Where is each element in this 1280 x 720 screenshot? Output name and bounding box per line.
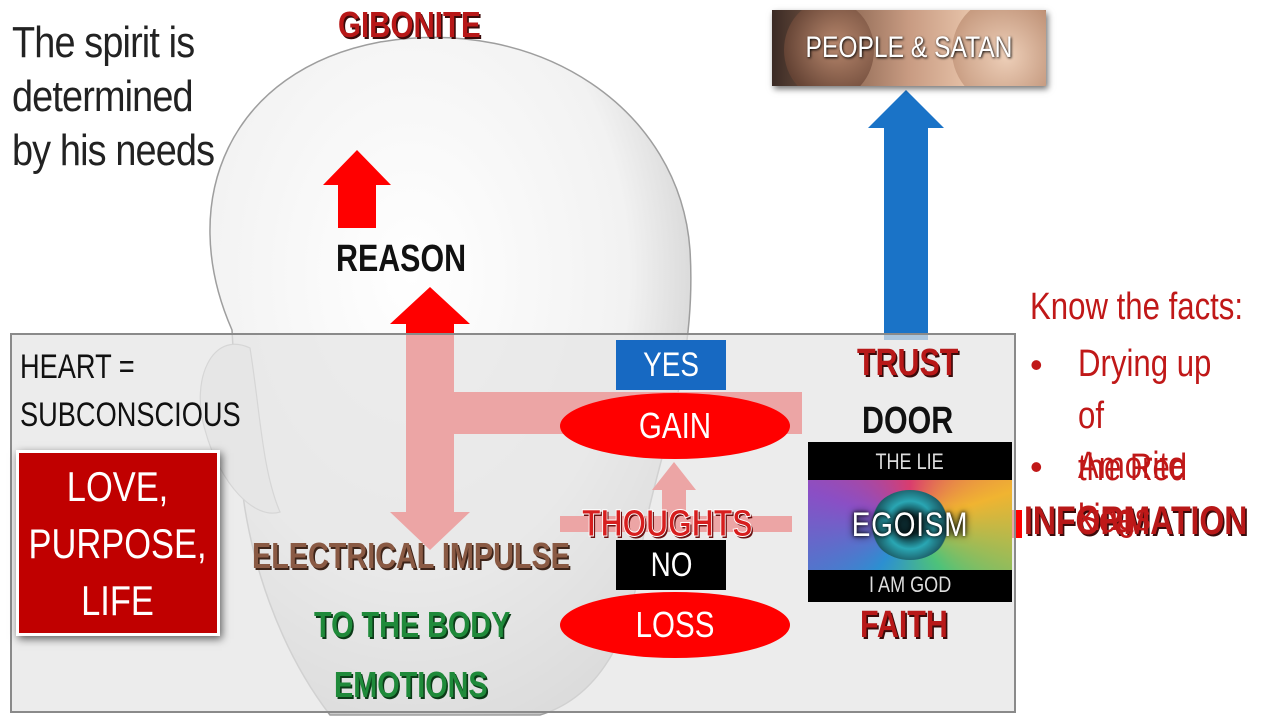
intro-text: The spirit is determined by his needs [12, 18, 215, 175]
the-lie-label: THE LIE [875, 449, 945, 474]
thoughts-label: THOUGHTS [582, 503, 753, 546]
love-purpose-life-box: LOVE, PURPOSE, LIFE [16, 450, 220, 636]
gain-label: GAIN [638, 405, 712, 446]
electrical-impulse-label: ELECTRICAL IMPULSE [252, 535, 570, 576]
information-label: INFORMATION [1024, 499, 1248, 543]
red-arrow-reason [323, 150, 391, 228]
eye-iris-shape [870, 490, 950, 560]
yes-box: YES [616, 340, 726, 390]
love-purpose-life-text: LOVE, PURPOSE, LIFE [29, 462, 207, 624]
trust-label: TRUST [857, 342, 959, 384]
egoism-caption: EGOISM [808, 480, 1012, 570]
i-am-god-label: I AM GOD [868, 572, 952, 597]
door-label: DOOR [862, 400, 954, 442]
egoism-panel: THE LIE EGOISM I AM GOD [808, 442, 1012, 602]
facts-title: Know the facts: [1030, 286, 1244, 328]
eye-image [808, 480, 1012, 570]
gain-ellipse: GAIN [560, 393, 790, 459]
faith-label: FAITH [860, 604, 948, 646]
to-the-body-label: TO THE BODY [314, 604, 511, 645]
egoism-label: EGOISM [851, 505, 969, 544]
i-am-god-strip: I AM GOD [808, 568, 1012, 602]
gibonite-title: GIBONITE [338, 4, 481, 45]
fact-item-amorite-kings: Amorite kings [1078, 445, 1186, 539]
fact-item-red-sea: Drying up of the Red Sea [1078, 343, 1212, 541]
face-image-right [952, 10, 1046, 86]
face-image-left [784, 10, 874, 86]
no-label: NO [650, 545, 692, 584]
the-lie-strip: THE LIE [808, 442, 1012, 482]
no-box: NO [616, 540, 726, 590]
reason-label: REASON [336, 238, 467, 280]
loss-ellipse: LOSS [560, 592, 790, 658]
yes-label: YES [643, 345, 699, 384]
emotions-label: EMOTIONS [334, 664, 488, 705]
bullet-marker: • [1030, 446, 1043, 487]
heart-subconscious-label: HEART = SUBCONSCIOUS [20, 348, 241, 434]
people-satan-banner: PEOPLE & SATAN [772, 10, 1046, 86]
people-satan-label: PEOPLE & SATAN [805, 31, 1013, 64]
blue-up-arrow [868, 90, 944, 340]
loss-label: LOSS [635, 604, 715, 645]
bullet-marker: • [1030, 344, 1043, 385]
